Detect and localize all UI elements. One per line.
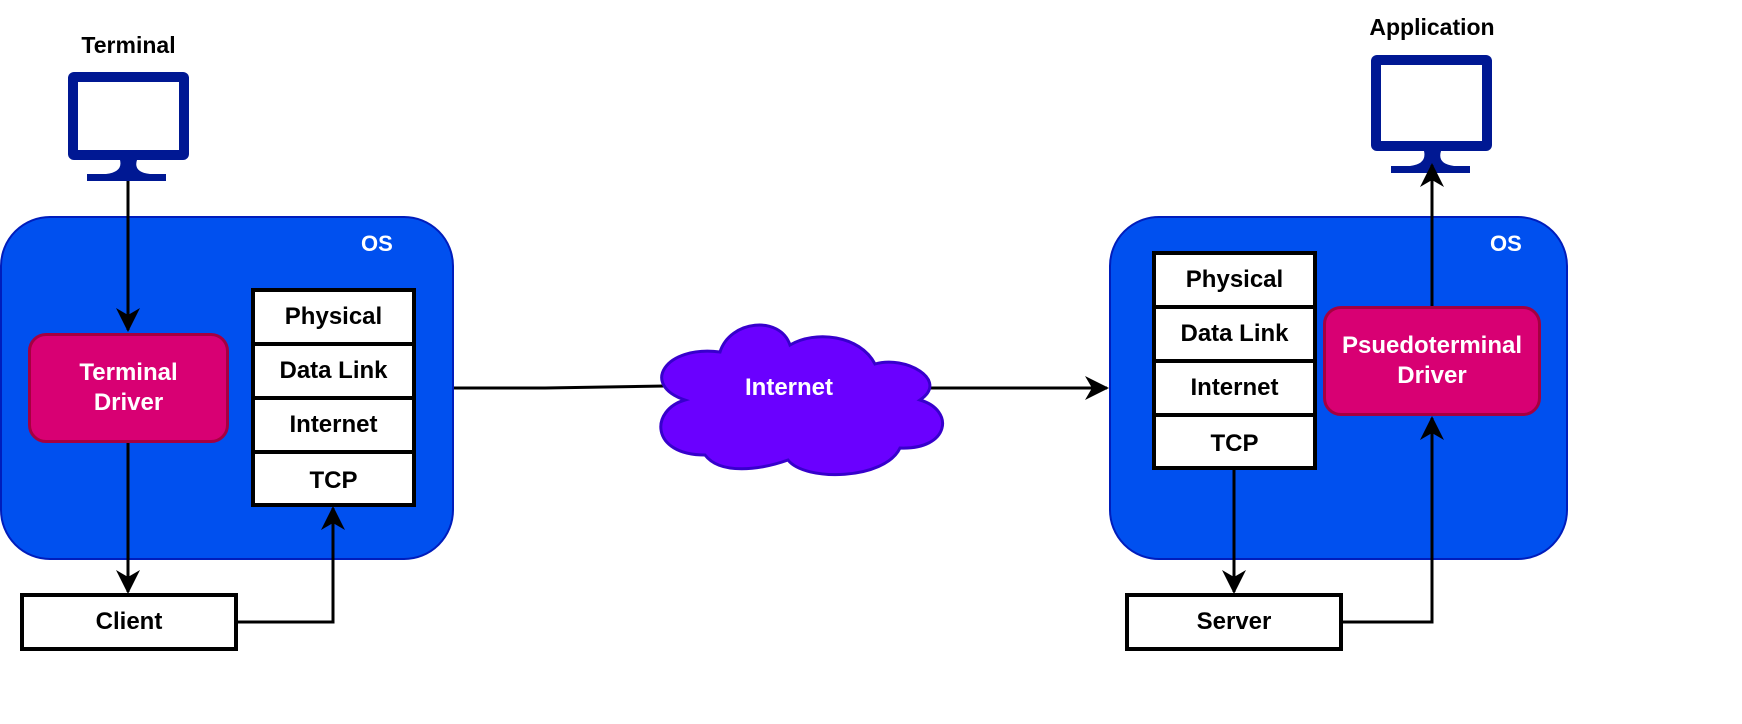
terminal-monitor-icon — [68, 72, 189, 181]
application-label: Application — [1369, 14, 1495, 40]
right-stack-layer-internet[interactable]: Internet — [1156, 363, 1313, 417]
left-protocol-stack: Physical Data Link Internet TCP — [251, 288, 416, 507]
right-stack-layer-tcp[interactable]: TCP — [1210, 430, 1259, 457]
terminal-driver-label-line2: Driver — [93, 389, 164, 416]
psuedoterminal-driver-label-line2: Driver — [1397, 362, 1467, 389]
terminal-driver-label-line1: Terminal — [79, 359, 178, 386]
left-stack-layer-tcp[interactable]: TCP — [309, 467, 358, 494]
right-os-label: OS — [1490, 231, 1522, 256]
internet-cloud-label: Internet — [745, 374, 834, 401]
application-monitor-icon — [1371, 55, 1492, 173]
psuedoterminal-driver-box[interactable]: Psuedoterminal Driver — [1323, 306, 1541, 416]
right-stack-layer-physical[interactable]: Physical — [1156, 255, 1313, 309]
terminal-driver-box[interactable]: Terminal Driver — [28, 333, 229, 443]
right-protocol-stack: Physical Data Link Internet TCP — [1152, 251, 1317, 470]
terminal-label: Terminal — [81, 32, 176, 58]
left-stack-layer-data-link[interactable]: Data Link — [255, 346, 412, 400]
client-box[interactable]: Client — [20, 593, 238, 651]
server-box[interactable]: Server — [1125, 593, 1343, 651]
right-stack-layer-data-link[interactable]: Data Link — [1156, 309, 1313, 363]
left-os-label: OS — [361, 231, 393, 256]
internet-cloud-icon — [659, 323, 945, 477]
psuedoterminal-driver-label-line1: Psuedoterminal — [1341, 332, 1523, 359]
left-stack-layer-internet[interactable]: Internet — [255, 400, 412, 454]
left-stack-layer-physical[interactable]: Physical — [255, 292, 412, 346]
